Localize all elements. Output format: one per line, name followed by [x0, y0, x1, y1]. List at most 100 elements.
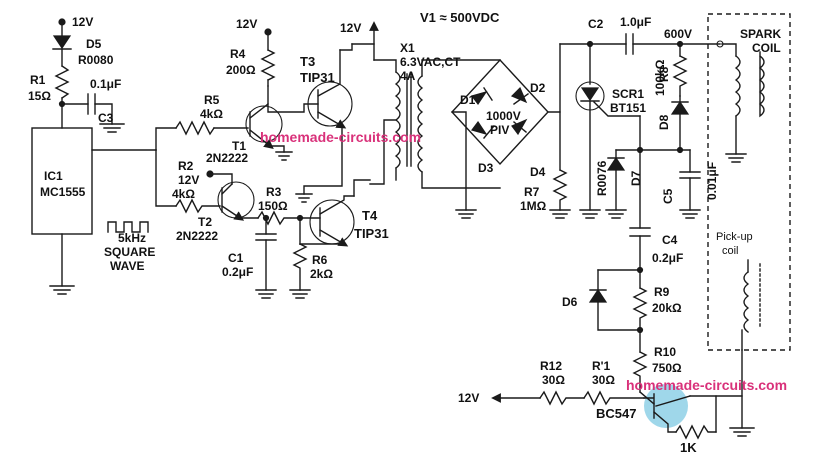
t4-part: TIP31 — [354, 226, 389, 241]
ic1-part: MC1555 — [40, 185, 86, 199]
input-label: 12V — [458, 391, 479, 405]
resistor-r3: R3 150Ω — [257, 185, 301, 226]
c1-value: 0.2μF — [222, 265, 253, 279]
r4-value: 200Ω — [226, 63, 256, 77]
t3-label: T3 — [300, 54, 315, 69]
r12-value: 30Ω — [542, 373, 565, 387]
transistor-t2: T2 2N2222 — [176, 181, 255, 243]
capacitor-c1: C1 0.2μF — [222, 217, 277, 299]
resistor-r8: R8 100kΩ — [653, 43, 688, 97]
resistor-r2: 12V R2 4kΩ — [172, 159, 233, 201]
r7-label: R7 — [524, 185, 540, 199]
r1-value: 15Ω — [28, 89, 51, 103]
r4-label: R4 — [230, 47, 246, 61]
r6-label: R6 — [312, 253, 328, 267]
d5-value: R0080 — [78, 53, 114, 67]
supply-12v-r4: 12V — [236, 17, 272, 36]
ic1-label: IC1 — [44, 169, 63, 183]
resistor-r1: R1 15Ω — [28, 65, 70, 103]
r2-supply: 12V — [178, 173, 199, 187]
d7-part: R0076 — [595, 160, 609, 196]
bridge-rating-v: 1000V — [486, 109, 521, 123]
capacitor-c4: C4 0.2μF — [629, 227, 683, 271]
input-12v: 12V — [458, 391, 541, 405]
transformer-x1: X1 6.3VAC,CT 4A — [369, 41, 461, 185]
supply-12v-left: 12V — [58, 15, 93, 29]
resistor-1k: 1K — [675, 424, 717, 455]
t3-part: TIP31 — [300, 70, 335, 85]
scr1-label: SCR1 — [612, 87, 644, 101]
transistor-t3: T3 TIP31 — [300, 49, 353, 129]
r10-label: R10 — [654, 345, 676, 359]
square-wave-freq: 5kHz — [118, 231, 146, 245]
scr1-part: BT151 — [610, 101, 646, 115]
v1-text: V1 ≈ 500VDC — [420, 10, 500, 25]
diode-d6: D6 — [562, 269, 641, 331]
r3-value: 150Ω — [258, 199, 288, 213]
t1-part: 2N2222 — [206, 151, 248, 165]
c2-value: 1.0μF — [620, 15, 651, 29]
c2-label: C2 — [588, 17, 604, 31]
ic1-timer: IC1 MC1555 — [31, 127, 93, 235]
c2-voltage: 600V — [664, 27, 692, 41]
c1-label: C1 — [228, 251, 244, 265]
resistor-r9: R9 20kΩ — [632, 269, 682, 331]
diode-d7: R0076 D7 — [595, 149, 643, 219]
x1-label: X1 — [400, 41, 415, 55]
r2-value: 4kΩ — [172, 187, 195, 201]
bridge-rectifier: D1 D2 D3 D4 1000V PIV — [451, 58, 549, 179]
bridge-d3: D3 — [478, 161, 494, 175]
spark-coil: SPARK COIL — [716, 27, 781, 163]
c3-value: 0.1μF — [90, 77, 121, 91]
bridge-d1: D1 — [460, 93, 476, 107]
r4-supply: 12V — [236, 17, 257, 31]
transistor-t1: T1 2N2222 — [206, 85, 283, 165]
transistor-bc547: BC547 — [596, 384, 691, 433]
diode-d5: D5 R0080 — [52, 35, 114, 67]
c5-label: C5 — [661, 188, 675, 204]
voltage-note: V1 ≈ 500VDC — [420, 10, 500, 25]
supply-label: 12V — [72, 15, 93, 29]
r3-label: R3 — [266, 185, 282, 199]
r1-label: R1 — [30, 73, 46, 87]
r12-label: R12 — [540, 359, 562, 373]
pickup-coil: Pick-up coil — [716, 231, 761, 351]
d6-label: D6 — [562, 295, 578, 309]
bc547-highlight — [644, 384, 688, 428]
r5-label: R5 — [204, 93, 220, 107]
r7-value: 1MΩ — [520, 199, 547, 213]
resistor-r4: R4 200Ω — [226, 31, 276, 87]
t2-label: T2 — [198, 215, 212, 229]
d8-label: D8 — [657, 114, 671, 130]
d5-label: D5 — [86, 37, 102, 51]
c3-label: C3 — [98, 111, 114, 125]
ground-ic1 — [49, 285, 75, 295]
x1-supply: 12V — [340, 21, 361, 35]
watermark-top: homemade-circuits.com — [260, 129, 421, 145]
r6-value: 2kΩ — [310, 267, 333, 281]
r5-value: 4kΩ — [200, 107, 223, 121]
d7-label: D7 — [629, 170, 643, 186]
x1-rating: 6.3VAC,CT — [400, 55, 461, 69]
resistor-r7: R7 1MΩ — [520, 111, 571, 219]
diode-d8: D8 — [657, 95, 690, 151]
bridge-d4: D4 — [530, 165, 546, 179]
spark-coil-line2: COIL — [752, 41, 781, 55]
spark-coil-line1: SPARK — [740, 27, 781, 41]
q5-part: BC547 — [596, 406, 636, 421]
square-wave-indicator: 5kHz SQUARE WAVE — [104, 221, 155, 273]
spark-coil-enclosure — [707, 13, 791, 351]
t4-label: T4 — [362, 208, 378, 223]
c5-value: 0.01μF — [705, 162, 719, 200]
bridge-d2: D2 — [530, 81, 546, 95]
x1-current: 4A — [400, 69, 416, 83]
r8-label: R8 — [657, 66, 671, 82]
r9-value: 20kΩ — [652, 301, 682, 315]
transistor-t4: T4 TIP31 — [299, 195, 389, 247]
r10-value: 750Ω — [652, 361, 682, 375]
c4-label: C4 — [662, 233, 678, 247]
r11-value: 30Ω — [592, 373, 615, 387]
scr1: SCR1 BT151 — [575, 43, 646, 219]
t1-label: T1 — [232, 139, 246, 153]
